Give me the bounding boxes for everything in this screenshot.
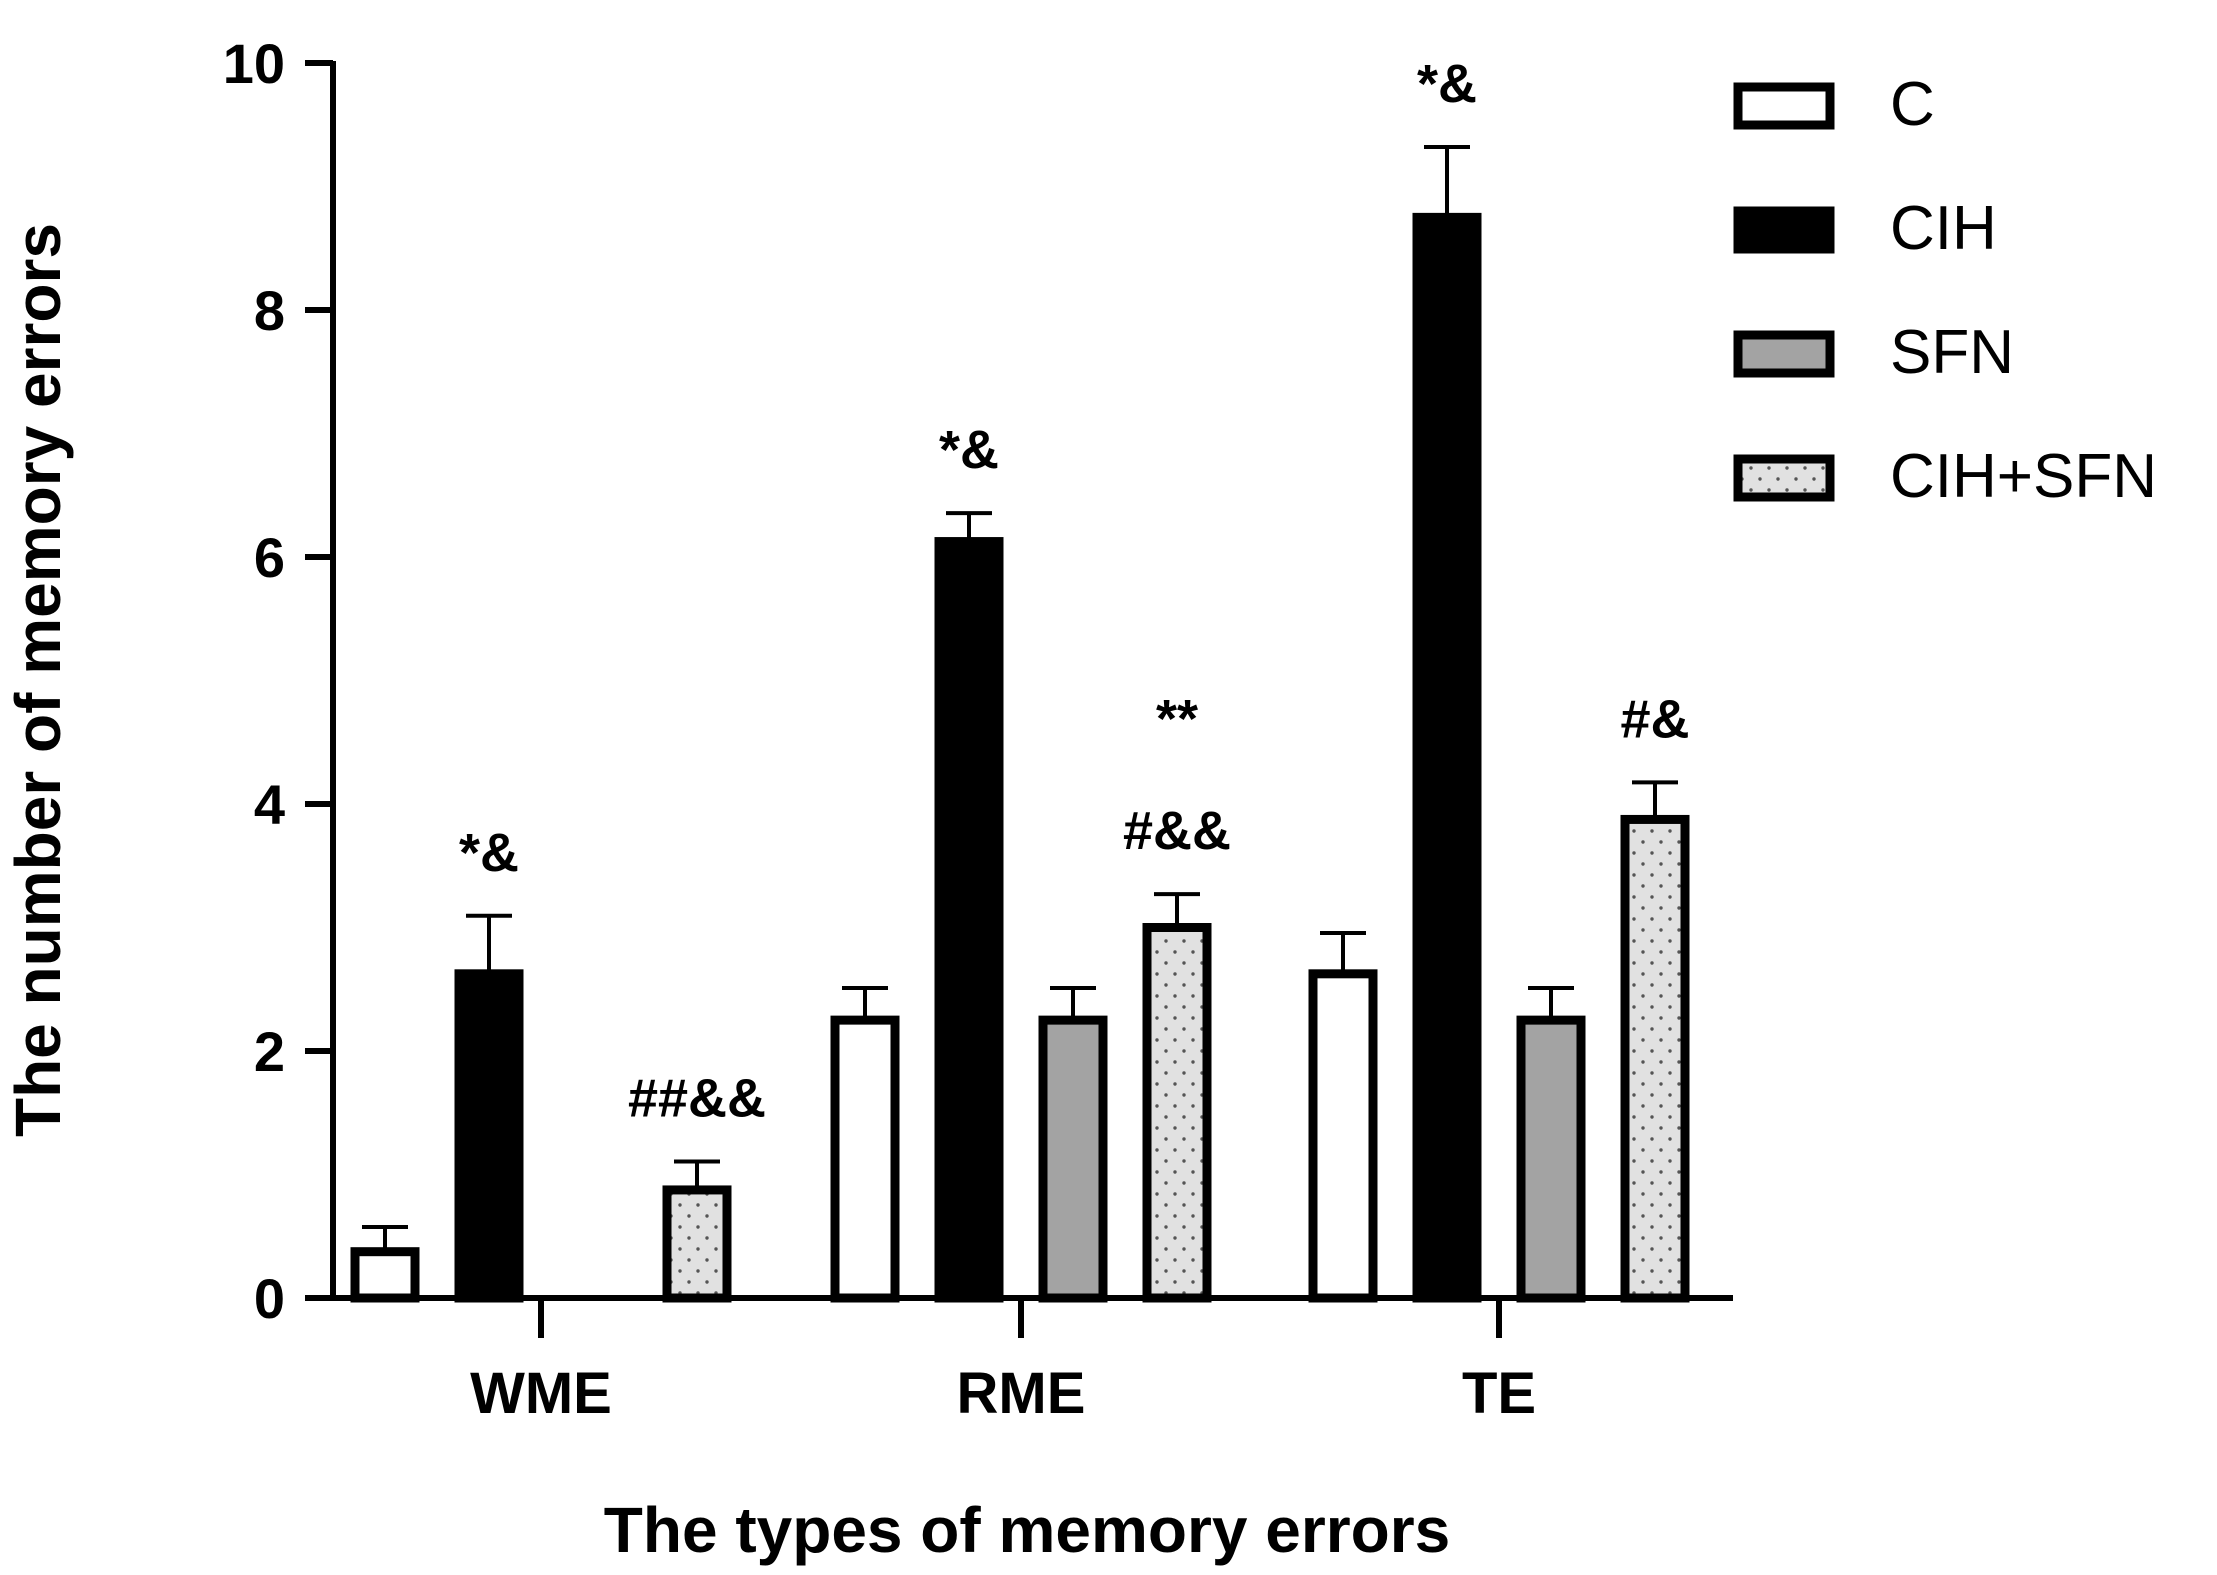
legend-swatch-cih-sfn — [1733, 454, 1835, 502]
significance-label: *& — [939, 420, 999, 480]
y-tick-label: 6 — [254, 526, 285, 589]
y-tick-label: 2 — [254, 1020, 285, 1083]
bar-te-sfn — [1516, 1015, 1586, 1303]
y-tick-label: 0 — [254, 1267, 285, 1330]
legend-swatch-cih — [1733, 206, 1835, 254]
legend-label-c: C — [1890, 70, 1935, 139]
y-tick-label: 8 — [254, 279, 285, 342]
significance-label: #& — [1620, 689, 1689, 749]
significance-label: ** — [1156, 689, 1198, 749]
legend-label-cih: CIH — [1890, 194, 1997, 263]
bar-te-cih-sfn — [1620, 814, 1690, 1303]
legend-swatch-sfn — [1733, 330, 1835, 378]
legend: C CIH SFN CIH+SFN — [1733, 70, 2157, 511]
bar-wme-c — [350, 1247, 420, 1303]
legend-label-sfn: SFN — [1890, 318, 2014, 387]
significance-label: #&& — [1123, 801, 1231, 861]
significance-label: *& — [459, 823, 519, 883]
y-axis-label: The number of memory errors — [2, 223, 74, 1137]
x-tick-label-wme: WME — [470, 1361, 612, 1426]
bar-wme-cih-sfn — [662, 1185, 732, 1303]
bar-rme-sfn — [1038, 1015, 1108, 1303]
legend-label-cih-sfn: CIH+SFN — [1890, 442, 2157, 511]
bar-te-cih — [1412, 212, 1482, 1303]
bar-te-c — [1308, 969, 1378, 1303]
bar-rme-cih-sfn — [1142, 923, 1212, 1303]
x-tick-label-te: TE — [1462, 1361, 1536, 1426]
significance-label: *& — [1417, 54, 1477, 114]
bar-rme-c — [830, 1015, 900, 1303]
significance-label: ##&& — [628, 1069, 766, 1129]
bar-wme-cih — [454, 969, 524, 1303]
bar-rme-cih — [934, 537, 1004, 1303]
x-axis-label: The types of memory errors — [604, 1494, 1451, 1566]
legend-swatch-c — [1733, 82, 1835, 130]
y-tick-label: 4 — [254, 773, 285, 836]
y-tick-label: 10 — [223, 32, 285, 95]
x-tick-label-rme: RME — [957, 1361, 1086, 1426]
